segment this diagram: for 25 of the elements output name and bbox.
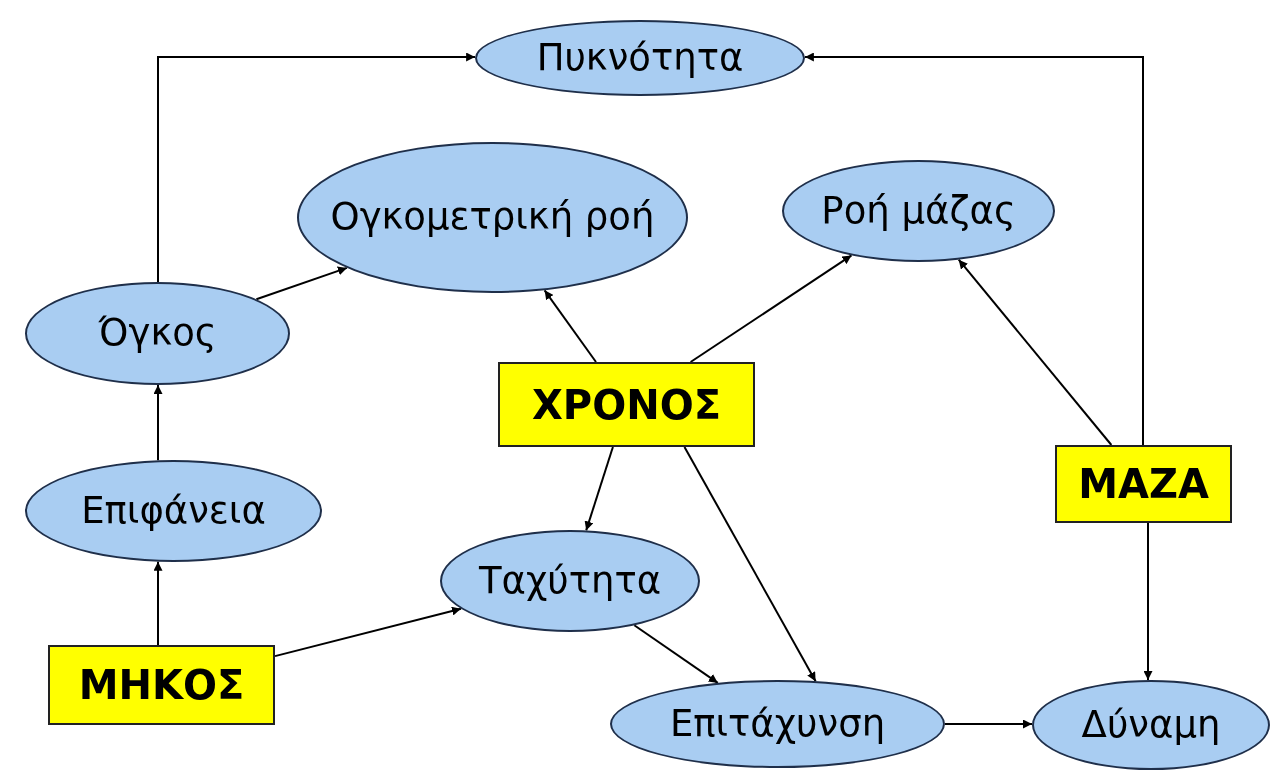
arrow (157, 52, 477, 283)
node-label: Ταχύτητα (477, 558, 663, 604)
arrow (274, 606, 462, 658)
arrow (153, 384, 163, 462)
node-label: Επιτάχυνση (668, 701, 887, 747)
arrow (584, 446, 614, 532)
arrow (803, 52, 1144, 446)
node-label: Πυκνότητα (535, 35, 745, 81)
node-label: Δύναμη (1080, 702, 1222, 748)
arrow (683, 446, 817, 683)
highlight-box (1055, 445, 1232, 523)
node-label: Επιφάνεια (80, 488, 267, 534)
arrow (255, 266, 348, 301)
node-label: ΜΑΖΑ (1077, 460, 1210, 508)
node-label: Ροή μάζας (820, 188, 1017, 234)
node-label: ΜΗΚΟΣ (77, 661, 246, 709)
node-label: Όγκος (97, 311, 218, 356)
node-label: Ογκομετρική ροή (329, 195, 656, 240)
arrow (1143, 522, 1153, 681)
arrow (944, 719, 1033, 729)
highlight-box (48, 645, 275, 725)
highlight-box (498, 362, 755, 447)
arrow (689, 254, 853, 363)
node-label: ΧΡΟΝΟΣ (531, 380, 722, 429)
arrow (153, 560, 163, 646)
